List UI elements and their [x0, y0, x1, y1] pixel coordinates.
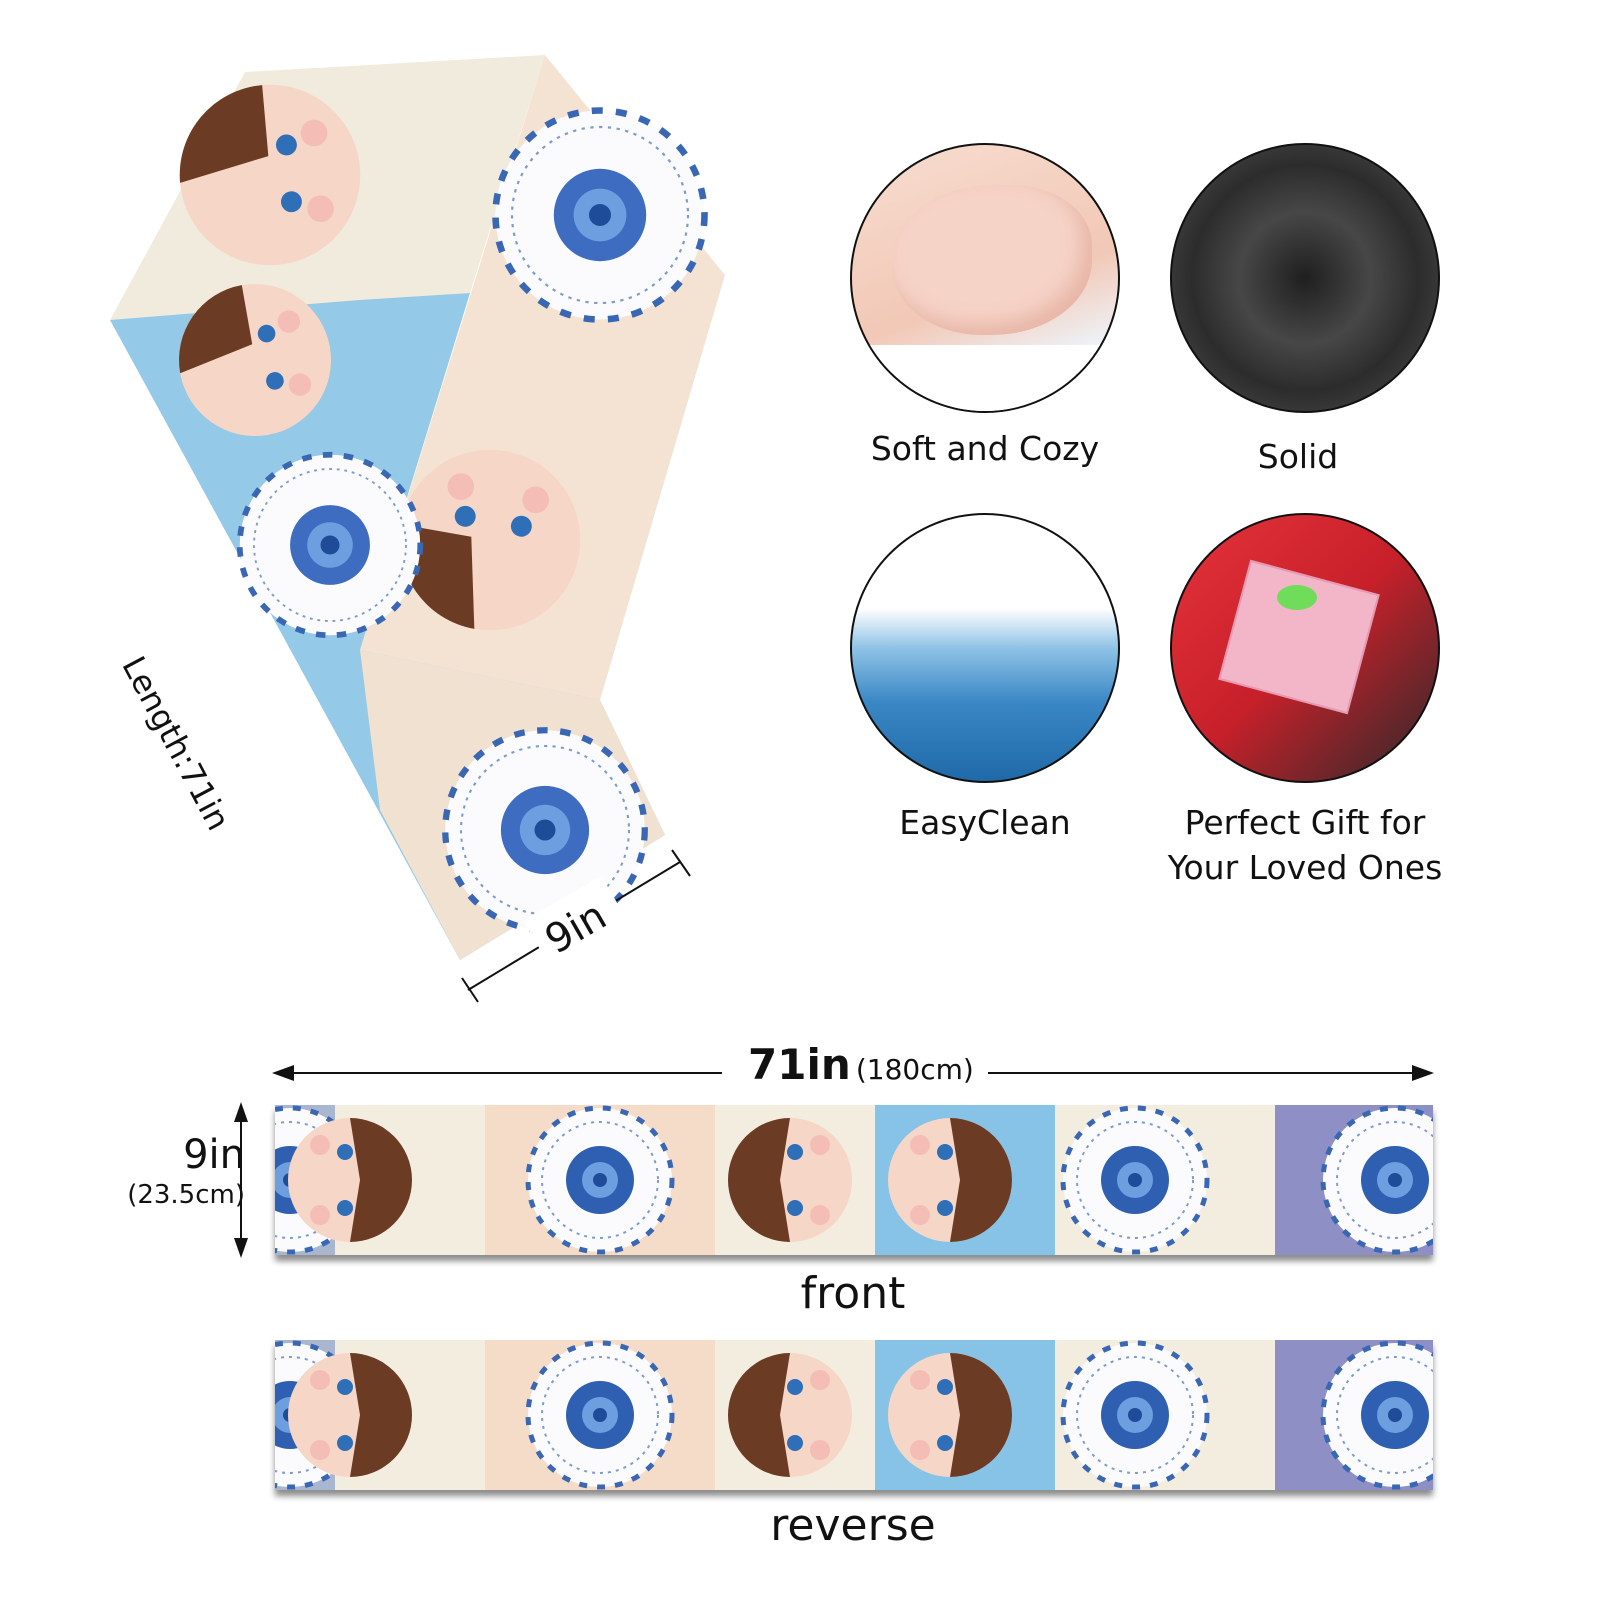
- doll-face-icon: [728, 1118, 852, 1242]
- soft-and-cozy-photo: [850, 143, 1120, 413]
- doll-face-icon: [888, 1118, 1012, 1242]
- length-inches: 71in: [748, 1040, 851, 1089]
- doll-face-icon: [288, 1353, 412, 1477]
- doll-face-icon: [888, 1353, 1012, 1477]
- width-inches: 9in: [183, 1132, 245, 1178]
- floral-medallion-icon: [1320, 1105, 1433, 1255]
- floral-medallion-icon: [1060, 1340, 1210, 1490]
- folded-scarf-illustration: [110, 55, 725, 1003]
- feature-label-solid: Solid: [1257, 437, 1339, 476]
- floral-medallion-icon: [525, 1340, 675, 1490]
- easy-clean-water-photo: [850, 513, 1120, 783]
- front-strip: [275, 1105, 1433, 1255]
- solid-fabric-photo: [1170, 143, 1440, 413]
- width-arrow: [234, 1102, 248, 1258]
- doll-face-icon: [728, 1353, 852, 1477]
- floral-medallion-icon: [1060, 1105, 1210, 1255]
- length-arrow: [272, 1065, 1434, 1081]
- gift-photo: [1170, 513, 1440, 783]
- length-cm: (180cm): [855, 1053, 974, 1086]
- floral-medallion-icon: [525, 1105, 675, 1255]
- hands-icon: [892, 185, 1092, 335]
- floral-medallion-icon: [1320, 1340, 1433, 1490]
- feature-label-easyclean: EasyClean: [899, 803, 1071, 842]
- doll-face-icon: [288, 1118, 412, 1242]
- feature-label-soft: Soft and Cozy: [870, 429, 1100, 468]
- bow-icon: [1277, 585, 1317, 610]
- reverse-label: reverse: [770, 1500, 936, 1551]
- feature-label-gift-line1: Perfect Gift for: [1184, 803, 1426, 842]
- gift-box-icon: [1218, 559, 1380, 715]
- reverse-strip: [275, 1340, 1433, 1490]
- feature-label-gift-line2: Your Loved Ones: [1167, 848, 1443, 887]
- front-label: front: [800, 1268, 906, 1319]
- width-cm: (23.5cm): [127, 1180, 245, 1210]
